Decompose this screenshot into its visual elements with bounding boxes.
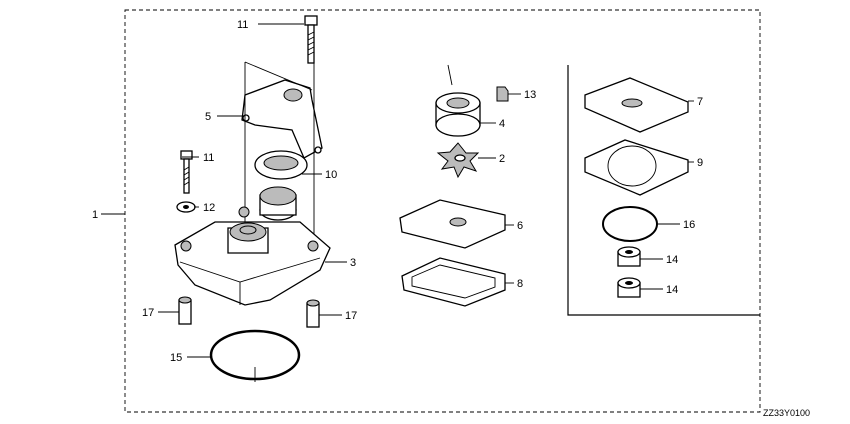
- bolt-11-upper: [304, 15, 318, 64]
- callout-17: 17: [142, 307, 154, 319]
- dowel-17-left: [178, 296, 192, 325]
- callout-3: 3: [350, 257, 356, 269]
- callout-6: 6: [517, 220, 523, 232]
- callout-14: 14: [666, 284, 678, 296]
- callout-11: 11: [237, 19, 248, 31]
- plate-7: [584, 77, 689, 133]
- callout-2: 2: [499, 153, 505, 165]
- callout-12: 12: [203, 202, 215, 214]
- dowel-17-right: [306, 299, 320, 328]
- callout-13: 13: [524, 89, 536, 101]
- key-13: [496, 86, 509, 102]
- liner-4: [435, 92, 481, 137]
- callout-4: 4: [499, 118, 505, 130]
- subkit-border: [567, 65, 760, 316]
- seal-10: [254, 150, 308, 180]
- callout-9: 9: [697, 157, 703, 169]
- diagram-code: ZZ33Y0100: [763, 408, 810, 418]
- bearing-14-lower: [617, 277, 641, 298]
- impeller-2: [436, 142, 480, 179]
- leader-lines: [101, 23, 694, 358]
- callout-5: 5: [205, 111, 211, 123]
- kit-border: [124, 9, 761, 413]
- o-ring-16: [602, 206, 658, 242]
- gasket-8: [401, 257, 506, 307]
- washer-12: [176, 201, 196, 213]
- callout-1: 1: [92, 209, 98, 221]
- o-ring-15: [209, 329, 301, 381]
- callout-17: 17: [345, 310, 357, 322]
- bolt-11-lower: [180, 150, 193, 194]
- callout-14: 14: [666, 254, 678, 266]
- callout-16: 16: [683, 219, 695, 231]
- pump-housing-3: [174, 186, 331, 306]
- callout-10: 10: [325, 169, 337, 181]
- callout-15: 15: [170, 352, 182, 364]
- callout-7: 7: [697, 96, 703, 108]
- bracket-5: [241, 79, 323, 159]
- gasket-9: [584, 139, 689, 196]
- bearing-14-upper: [617, 246, 641, 267]
- plate-6: [399, 199, 506, 249]
- callout-8: 8: [517, 278, 523, 290]
- callout-11: 11: [203, 152, 214, 164]
